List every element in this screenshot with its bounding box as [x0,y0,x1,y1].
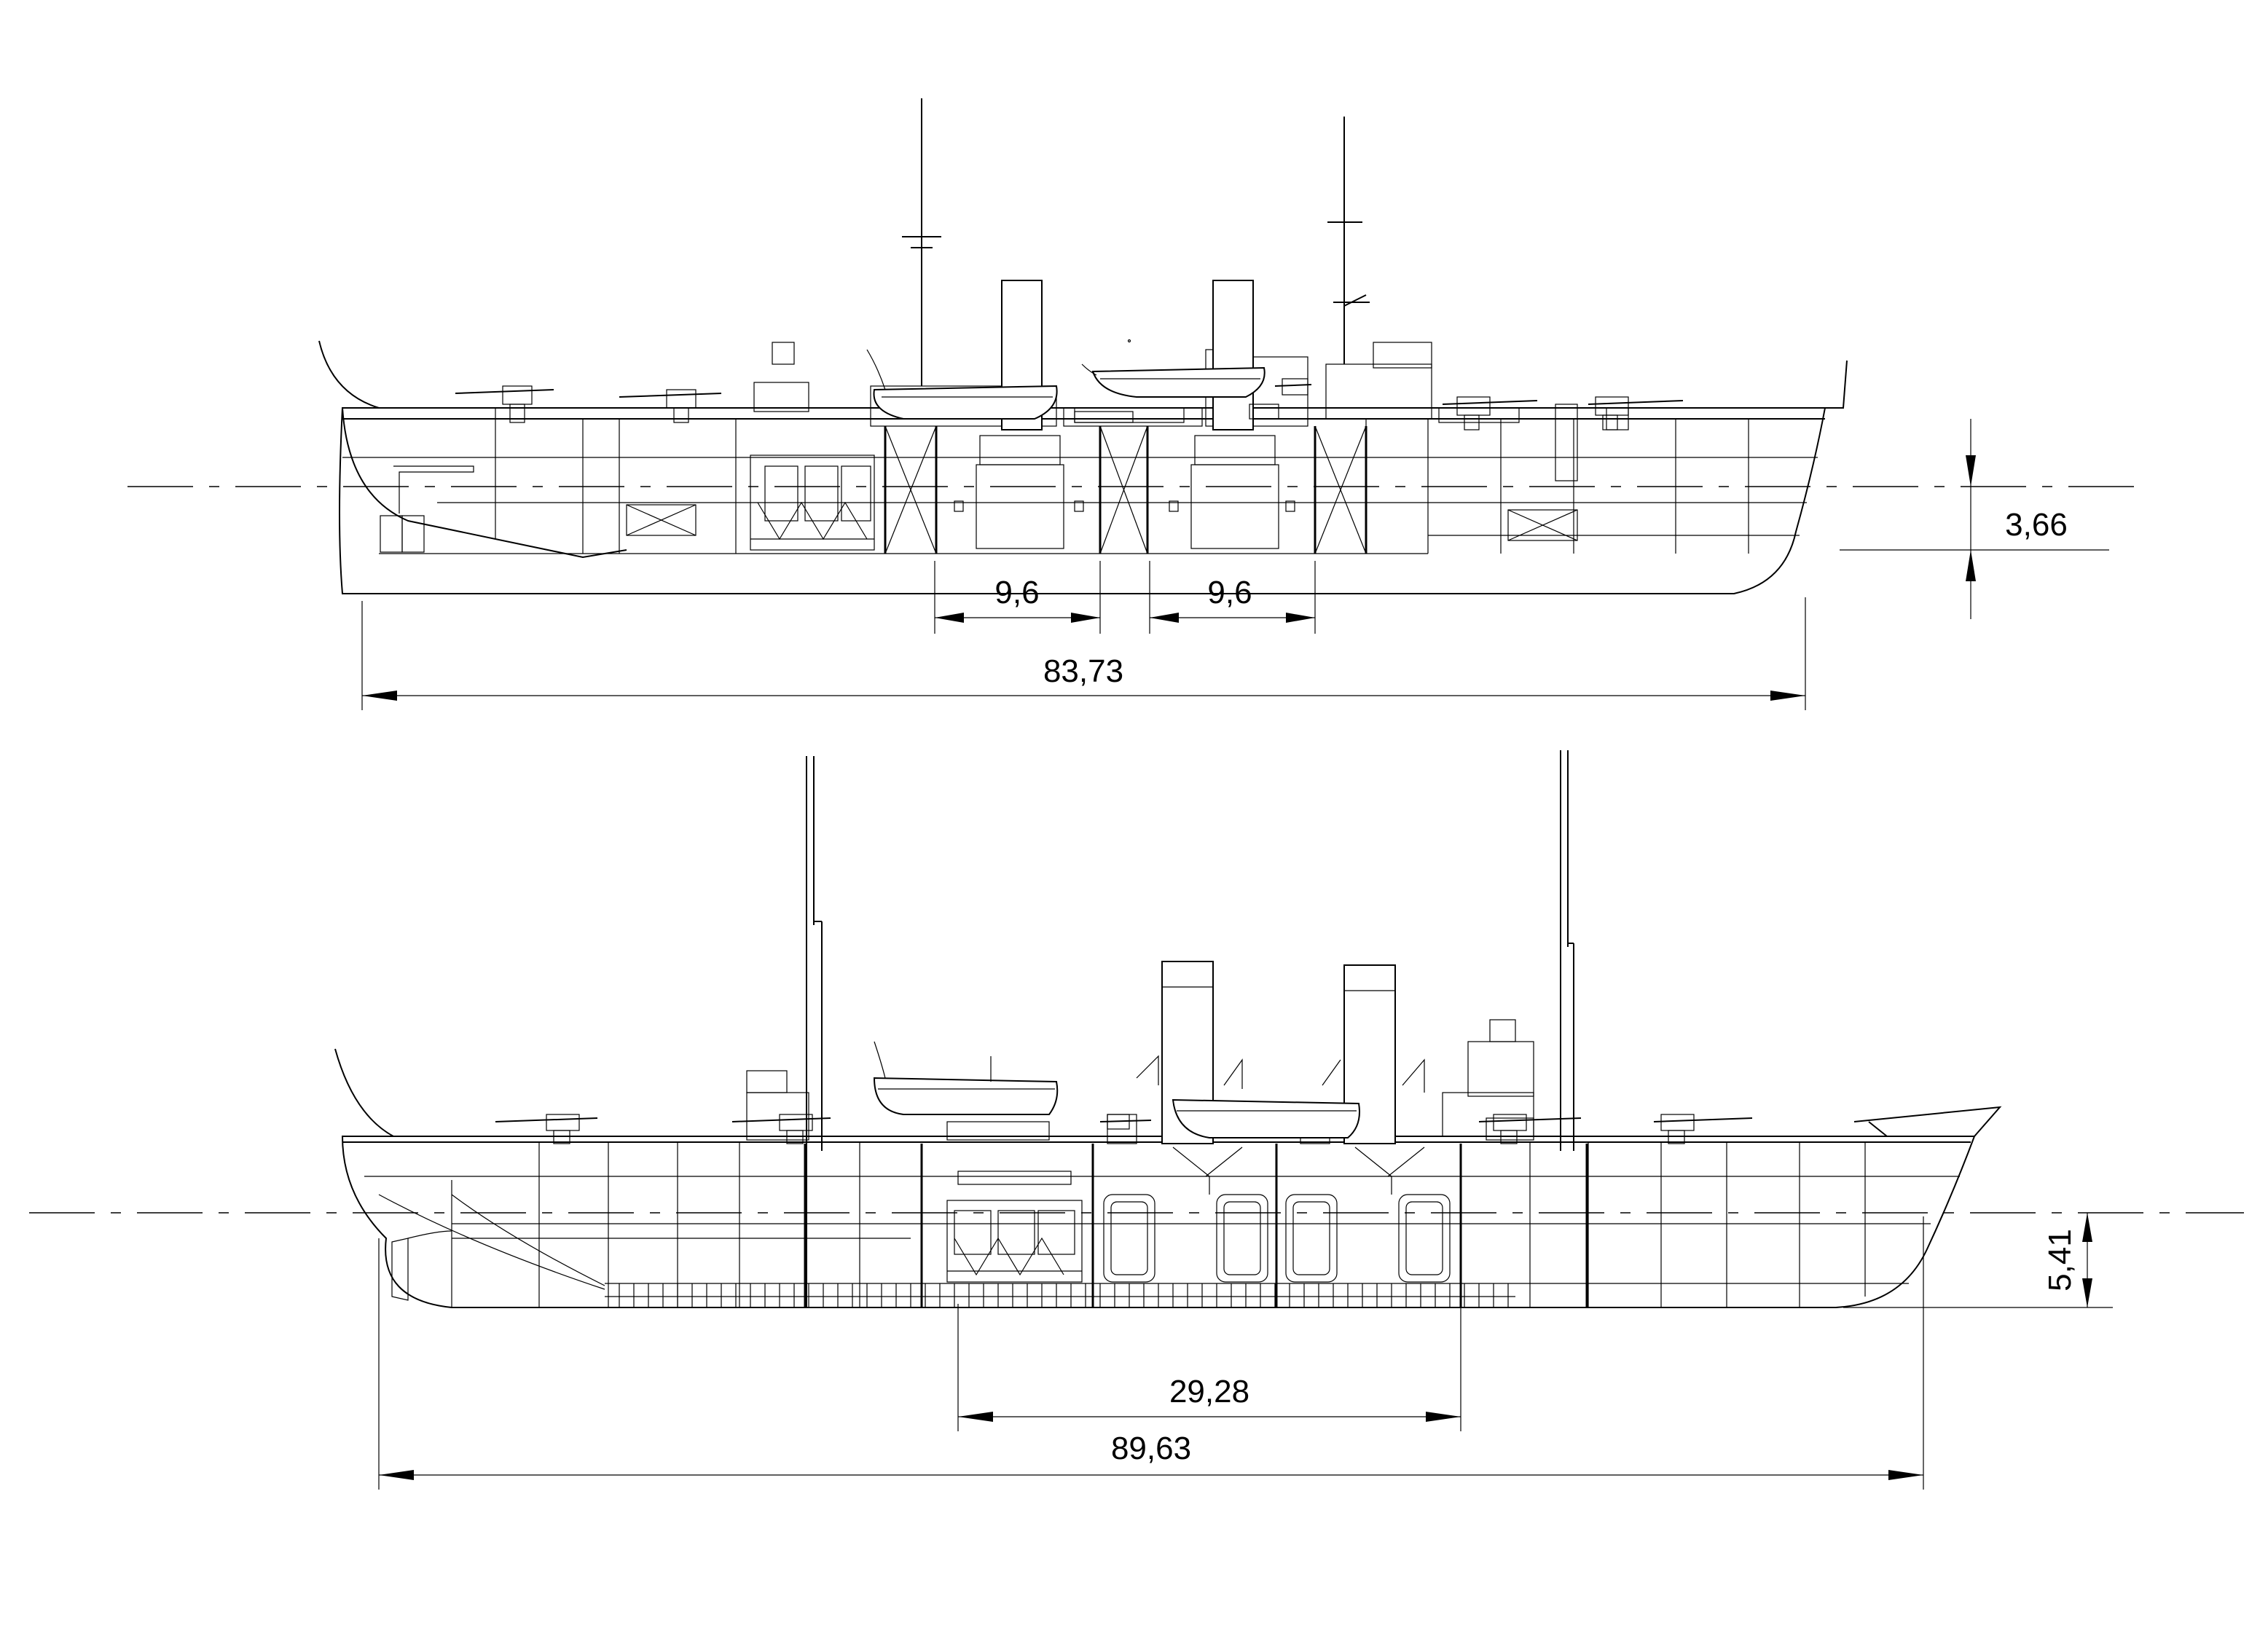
top-boiler-2 [1169,435,1295,549]
top-bow-rake [1825,360,1848,409]
top-gun-1 [455,385,554,423]
top-hull [339,407,1826,594]
bottom-engine-block [946,1171,1083,1283]
dim-bottom-overall-length: 89,63 [1111,1431,1191,1466]
bottom-lifeboat-fwd [1172,1098,1360,1138]
top-engine-block [750,455,875,551]
bottom-boilers [1103,1147,1451,1283]
bottom-double-bottom [605,1283,1515,1307]
top-gun-3 [1274,378,1312,396]
bottom-gun-5 [1653,1114,1753,1144]
bottom-stern-rake [334,1048,394,1137]
bottom-bow [1853,1106,2002,1137]
bottom-gun-2 [731,1114,831,1144]
top-gun-5 [1588,396,1684,430]
top-lifeboat-aft [873,385,1058,420]
bottom-gun-1 [495,1114,598,1144]
top-cargo-hatch-aft [626,504,697,536]
top-cargo-hatch-fwd [1507,509,1578,541]
top-boiler-1 [954,435,1084,549]
dim-machinery-length: 29,28 [1169,1374,1249,1409]
bottom-mast-fwd [1560,750,1574,1151]
top-gun-4 [1442,396,1538,430]
dim-compartment-b: 9,6 [1207,575,1252,610]
top-gun-2 [619,389,722,423]
top-mast-fwd [1327,117,1370,364]
bottom-dimensions: 29,28 89,63 5,41 [378,1213,2113,1490]
top-lifeboat-fwd [1091,366,1266,398]
dim-compartment-a: 9,6 [994,575,1039,610]
dim-top-draught: 3,66 [2005,507,2068,543]
top-dimensions: 9,6 9,6 83,73 3,66 [361,419,2109,710]
bottom-gun-4 [1478,1114,1582,1144]
bottom-gun-3 [1099,1114,1152,1130]
bottom-hull [341,1136,1976,1308]
top-ship-profile [127,98,2135,594]
dim-top-overall-length: 83,73 [1043,653,1123,689]
bottom-mast-aft [806,756,823,1307]
top-stern-rake [318,340,380,409]
dim-bottom-draught: 5,41 [2042,1229,2078,1291]
bottom-ship-profile [29,750,2244,1308]
top-mast-aft [902,98,941,386]
bottom-lifeboat-aft [873,1077,1059,1115]
top-funnel-fwd [1212,280,1254,430]
